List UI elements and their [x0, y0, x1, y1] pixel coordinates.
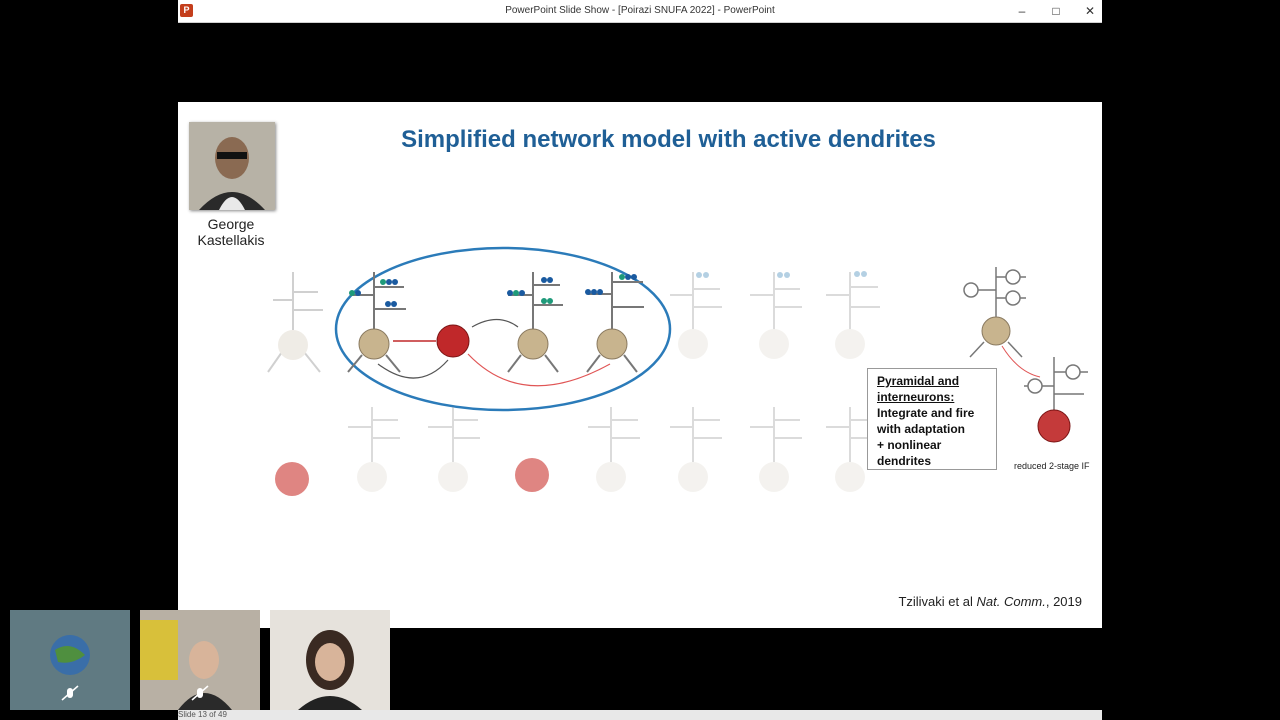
mic-muted-icon — [61, 685, 79, 701]
speaker-last-name: Kastellakis — [197, 232, 265, 248]
participant-avatar — [50, 635, 90, 701]
participant-video — [298, 630, 362, 710]
interneuron-faded — [515, 458, 549, 492]
infobox-heading-1: Pyramidal and — [877, 374, 960, 388]
reduced-model-soma — [981, 316, 1011, 346]
citation-year: 2019 — [1053, 594, 1082, 609]
network-ellipse — [334, 246, 672, 412]
connection-feedback — [471, 318, 519, 328]
speaker-photo — [189, 122, 275, 210]
network-diagram — [267, 246, 1088, 496]
interneuron-faded — [275, 462, 309, 496]
model-description-box: Pyramidal and interneurons: Integrate an… — [867, 368, 997, 470]
citation: Tzilivaki et al Nat. Comm., 2019 — [898, 594, 1082, 609]
infobox-line: + nonlinear — [877, 438, 942, 452]
reduced-model-interneuron — [1024, 357, 1088, 410]
window-title: PowerPoint Slide Show - [Poirazi SNUFA 2… — [505, 5, 775, 16]
participant-tile-1[interactable] — [10, 610, 130, 710]
close-icon[interactable]: ✕ — [1084, 4, 1096, 18]
neuron-soma-faded — [278, 330, 308, 360]
minimize-icon[interactable]: – — [1018, 4, 1026, 18]
neuron-soma-1 — [358, 328, 390, 360]
neuron-soma-3 — [596, 328, 628, 360]
speaker-name: George Kastellakis — [188, 216, 274, 248]
participant-tile-2[interactable] — [140, 610, 260, 710]
citation-journal: Nat. Comm. — [976, 594, 1046, 609]
speaker-avatar-image — [189, 122, 275, 210]
interneuron-soma — [436, 324, 470, 358]
reduced-model-connection — [1001, 345, 1041, 378]
synapse-dots — [349, 274, 637, 307]
powerpoint-window: P PowerPoint Slide Show - [Poirazi SNUFA… — [178, 0, 1102, 720]
status-bar: Slide 13 of 49 — [178, 710, 1102, 720]
reduced-model-label: reduced 2-stage IF — [1014, 461, 1090, 471]
slide-counter: Slide 13 of 49 — [178, 710, 227, 719]
infobox-heading-2: interneurons: — [877, 390, 955, 404]
reduced-model-pyramidal — [963, 267, 1026, 358]
neurons-faded-row2 — [348, 407, 880, 492]
slide-title: Simplified network model with active den… — [401, 126, 936, 153]
infobox-line: dendrites — [877, 454, 932, 468]
neuron-soma-2 — [517, 328, 549, 360]
speaker-first-name: George — [207, 216, 255, 232]
maximize-icon[interactable]: □ — [1052, 4, 1060, 18]
reduced-model-interneuron-soma — [1037, 409, 1071, 443]
participant-tile-3[interactable] — [270, 610, 390, 710]
participant-video — [140, 620, 232, 710]
mic-muted-icon — [191, 685, 209, 701]
slide-canvas: Simplified network model with active den… — [178, 102, 1102, 628]
infobox-line: Integrate and fire — [877, 406, 975, 420]
connection-gray — [377, 359, 449, 379]
neuron-faded — [267, 272, 323, 373]
infobox-line: with adaptation — [877, 422, 965, 436]
citation-authors: Tzilivaki et al — [898, 594, 973, 609]
neurons-faded-row1 — [670, 271, 880, 359]
powerpoint-icon: P — [180, 4, 193, 17]
title-bar: P PowerPoint Slide Show - [Poirazi SNUFA… — [178, 0, 1102, 23]
connection-red-long — [467, 353, 611, 387]
